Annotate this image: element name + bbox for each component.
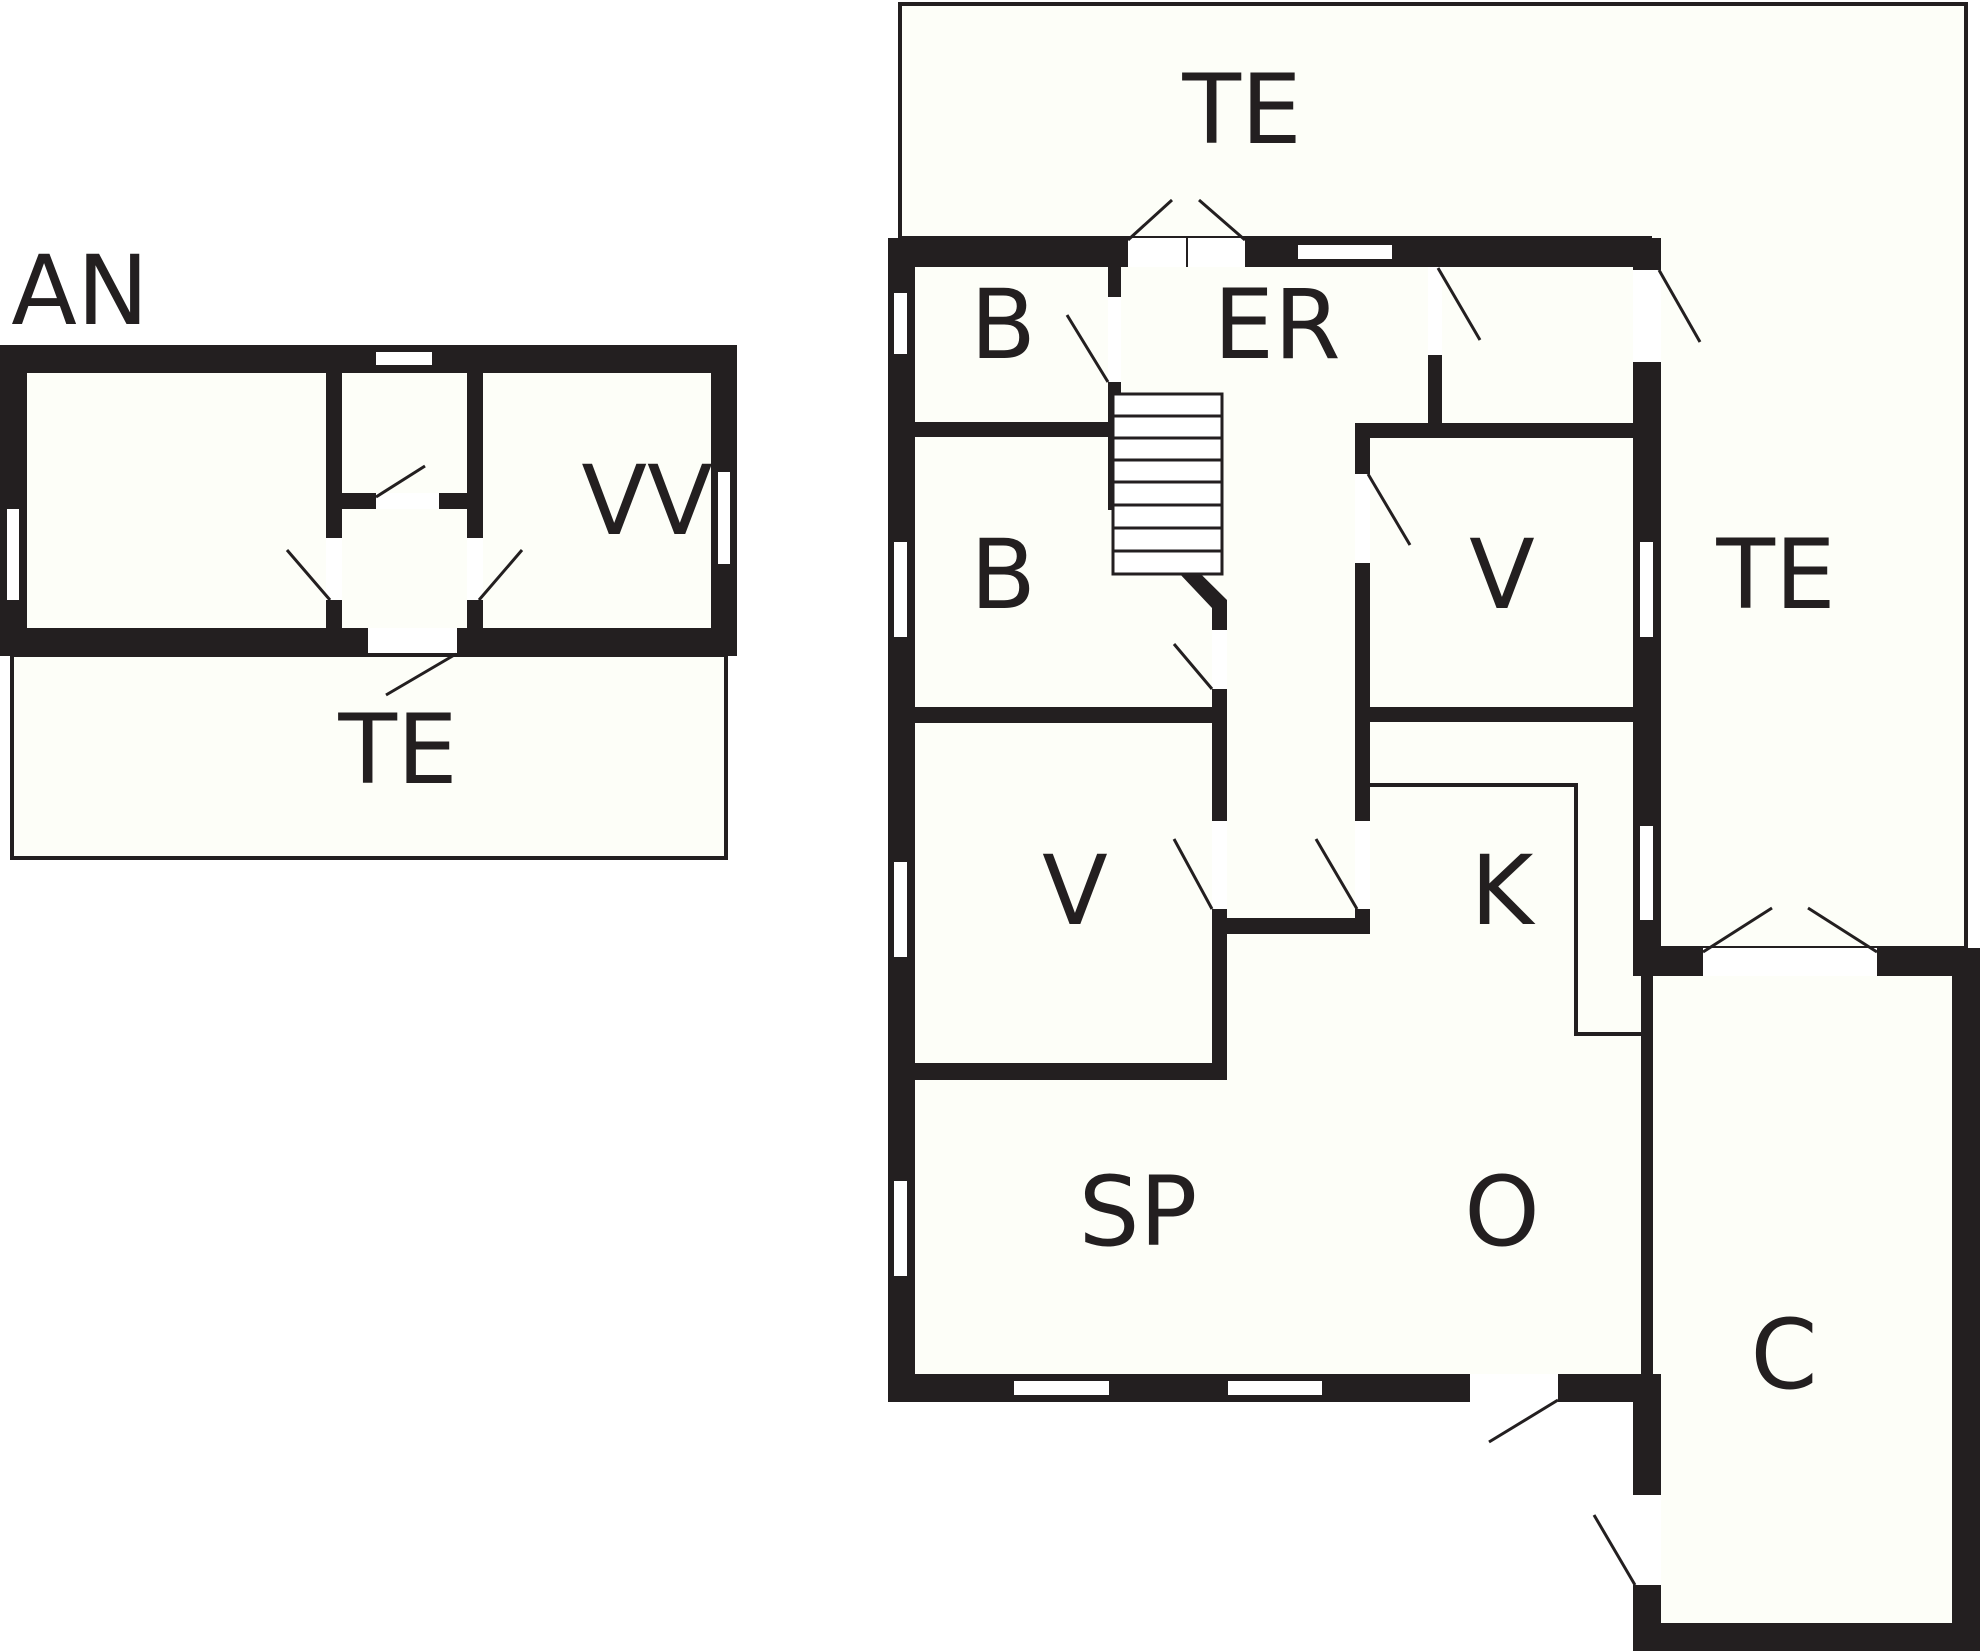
window-bottom-1 <box>1012 1379 1111 1397</box>
kitchen-counter <box>1370 783 1641 1036</box>
door-swing-b2 <box>1172 643 1214 690</box>
annex-title: AN <box>11 235 148 347</box>
terrace-east-label: TE <box>1715 519 1835 631</box>
door-swing-entrance-2 <box>1198 198 1246 242</box>
annex-door-gap-2 <box>467 538 483 600</box>
wall-b1-bottom <box>915 422 1108 437</box>
door-gap-b2 <box>1212 630 1227 689</box>
annex-terrace-label: TE <box>337 694 457 806</box>
main-building <box>888 2 1980 1651</box>
window-v1 <box>1638 540 1655 639</box>
window-b2 <box>892 540 909 639</box>
annex-door-gap-1 <box>326 538 342 600</box>
annex-wall-bottom-right <box>457 628 737 656</box>
terrace-north-label: TE <box>1181 54 1301 166</box>
annex-window-left <box>5 507 21 602</box>
door-swing-carport-1 <box>1702 906 1773 954</box>
wall-v1-bottom <box>1370 707 1633 722</box>
door-swing-b1 <box>1065 314 1110 383</box>
door-gap-kitchen <box>1355 821 1370 909</box>
annex-door-swing-4 <box>385 652 457 697</box>
annex-wall-left <box>0 345 27 656</box>
annex-door-swing-1 <box>285 549 332 601</box>
annex-door-swing-2 <box>477 549 524 601</box>
storage-2-label: V <box>1042 835 1108 947</box>
door-gap-carport <box>1703 948 1877 976</box>
entrance-label: ER <box>1213 269 1340 381</box>
annex-window-top <box>374 350 434 367</box>
carport-label: C <box>1750 1299 1817 1411</box>
door-swing-v1 <box>1366 473 1412 546</box>
storage-1-label: V <box>1469 519 1535 631</box>
window-dining <box>892 1179 909 1278</box>
kitchen-label: K <box>1471 835 1536 947</box>
annex-wall-bottom-left <box>0 628 368 656</box>
door-gap-b1 <box>1108 297 1121 382</box>
wall-bottom-1 <box>888 1374 1470 1402</box>
door-swing-terrace-east <box>1657 269 1702 343</box>
wall-corridor-bottom <box>1212 918 1370 934</box>
window-b1 <box>892 291 909 356</box>
window-bottom-2 <box>1226 1379 1324 1397</box>
door-swing-v2 <box>1172 838 1214 910</box>
wall-b2-bottom <box>915 707 1225 723</box>
door-gap-carport-side <box>1633 1495 1661 1585</box>
carport-floor <box>1646 962 1960 1630</box>
annex-door-swing-3 <box>375 464 426 499</box>
dining-label: SP <box>1079 1156 1198 1268</box>
door-swing-store <box>1436 267 1482 341</box>
wall-v2-bottom <box>915 1063 1227 1080</box>
bedroom-2-label: B <box>970 519 1036 631</box>
door-swing-entrance-1 <box>1126 198 1174 242</box>
window-v2 <box>892 860 909 959</box>
annex-window-right <box>716 470 732 566</box>
door-swing-carport-side <box>1592 1514 1637 1586</box>
wall-store-bottom <box>1355 423 1633 438</box>
door-swing-kitchen <box>1314 838 1359 910</box>
annex-wall-top <box>0 345 737 373</box>
wall-carport-inner <box>1641 976 1653 1374</box>
annex-door-gap-3 <box>376 493 439 509</box>
wall-top-left <box>888 238 1128 267</box>
door-gap-store <box>1428 267 1442 355</box>
door-gap-terrace-east <box>1633 270 1661 362</box>
annex-wc-label: VV <box>581 445 712 557</box>
door-gap-v1 <box>1355 474 1370 563</box>
door-swing-carport-2 <box>1807 906 1878 954</box>
annex-terrace-floor <box>10 653 728 860</box>
door-gap-living <box>1470 1374 1558 1402</box>
wall-carport-right <box>1952 948 1980 1651</box>
window-entrance <box>1296 243 1394 261</box>
wall-carport-bottom <box>1633 1623 1980 1651</box>
window-kitchen <box>1638 824 1655 922</box>
door-swing-living <box>1488 1398 1559 1444</box>
annex-building <box>0 345 737 860</box>
living-label: O <box>1464 1156 1540 1268</box>
staircase <box>1111 392 1224 576</box>
door-gap-v2 <box>1212 821 1227 909</box>
bedroom-1-label: B <box>970 269 1036 381</box>
